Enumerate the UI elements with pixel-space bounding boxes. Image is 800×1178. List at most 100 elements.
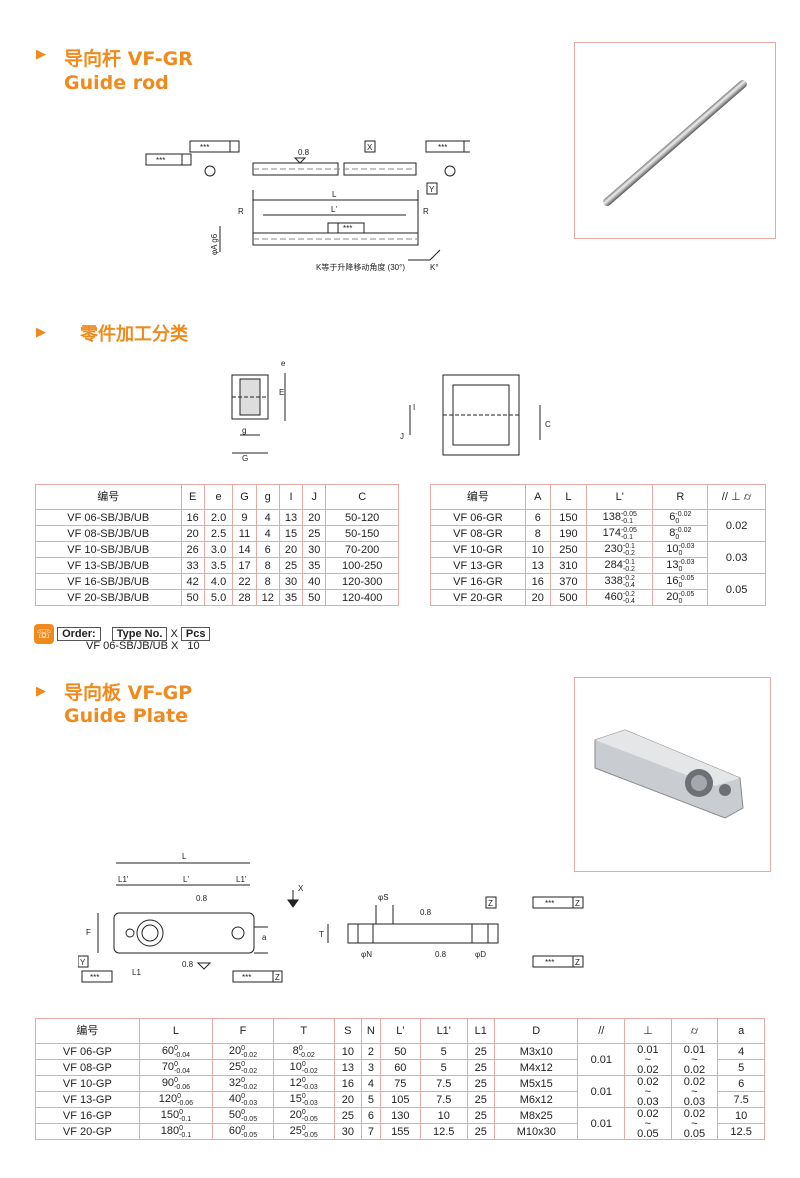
table-cell: 25 bbox=[466, 1123, 496, 1140]
table-header: C bbox=[325, 484, 399, 510]
lp-cell-lower: -0.4 bbox=[622, 581, 635, 589]
lp-cell: 460-0.2-0.4 bbox=[586, 589, 654, 606]
table-cell: 25 bbox=[278, 557, 304, 574]
f-cell-base: 20 bbox=[228, 1045, 242, 1058]
table-cell: VF 20-GP bbox=[35, 1123, 140, 1140]
table-cell: 14 bbox=[232, 541, 257, 558]
dim-j: J bbox=[400, 432, 404, 441]
table-header: // bbox=[577, 1018, 626, 1044]
k-note-label: K等于升降移动角度 (30°) bbox=[316, 262, 405, 272]
lp-cell: 230-0.1-0.2 bbox=[586, 541, 654, 558]
table-cell: VF 13-SB/JB/UB bbox=[35, 557, 182, 574]
guide-plate-photo bbox=[574, 677, 771, 872]
table-cell: 7.5 bbox=[419, 1075, 468, 1092]
dim-e-small: e bbox=[281, 359, 286, 368]
r-cell-upper: -0.03 bbox=[678, 542, 695, 550]
lp-cell-tol: -0.2-0.4 bbox=[623, 575, 635, 589]
t-cell-base: 12 bbox=[289, 1077, 302, 1090]
gp-dim-l: L bbox=[182, 852, 187, 861]
l-cell-upper: 0 bbox=[174, 1060, 178, 1068]
l-cell-upper: 0 bbox=[179, 1124, 183, 1132]
table-cell: 25 bbox=[466, 1091, 496, 1108]
l-cell-lower: -0.04 bbox=[174, 1067, 191, 1075]
t-cell-tol: 0-0.03 bbox=[302, 1077, 318, 1091]
cyl-cell: 0.01~0.02 bbox=[670, 1043, 719, 1076]
l-cell-base: 120 bbox=[158, 1093, 178, 1106]
lp-cell-upper: -0.2 bbox=[622, 574, 635, 582]
table-cell: VF 16-SB/JB/UB bbox=[35, 573, 182, 590]
gp-datum-x: X bbox=[298, 884, 304, 893]
f-cell-upper: 0 bbox=[241, 1124, 246, 1132]
table-cell: M10x30 bbox=[494, 1123, 579, 1140]
table-header: R bbox=[652, 484, 709, 510]
lp-cell-tol: -0.05-0.1 bbox=[621, 511, 637, 525]
section-title-en: Guide rod bbox=[64, 72, 169, 94]
r-cell-upper: -0.05 bbox=[678, 574, 695, 582]
table-header: g bbox=[255, 484, 280, 510]
gp-finish-1: 0.8 bbox=[196, 894, 208, 903]
table-header: // ⊥ ⌭ bbox=[707, 484, 766, 510]
table-cell: 4 bbox=[361, 1075, 381, 1092]
table-cell: 28 bbox=[232, 589, 257, 606]
l-cell-lower: -0.06 bbox=[174, 1083, 191, 1091]
gp-dim-phid: φD bbox=[475, 950, 486, 959]
lp-cell-tol: -0.1-0.2 bbox=[623, 543, 635, 557]
t-cell-lower: -0.05 bbox=[301, 1115, 318, 1123]
guide-plate-image bbox=[594, 729, 744, 819]
lp-cell-base: 230 bbox=[604, 543, 623, 556]
table-header: A bbox=[524, 484, 551, 510]
t-cell-base: 25 bbox=[289, 1125, 302, 1138]
t-cell-base: 20 bbox=[289, 1109, 302, 1122]
f-cell-base: 50 bbox=[228, 1109, 242, 1122]
f-cell-base: 40 bbox=[228, 1093, 242, 1106]
l-cell-tol: 0-0.1 bbox=[179, 1125, 191, 1139]
gp-datum-z-1: Z bbox=[275, 973, 280, 982]
table-cell: VF 06-GR bbox=[430, 509, 526, 526]
table-cell: 50-120 bbox=[325, 509, 399, 526]
t-cell-tol: 0-0.03 bbox=[302, 1093, 318, 1107]
table-cell: 5.0 bbox=[203, 589, 234, 606]
f-cell-tol: 0-0.02 bbox=[241, 1061, 257, 1075]
dim-g-small: g bbox=[242, 426, 246, 435]
table-cell: 30 bbox=[278, 573, 304, 590]
order-label: Order: bbox=[57, 626, 101, 641]
dim-g-large: G bbox=[242, 454, 248, 463]
table-cell: VF 10-GP bbox=[35, 1075, 140, 1092]
lp-cell: 138-0.05-0.1 bbox=[586, 509, 654, 526]
dim-lp-label: L' bbox=[331, 205, 337, 214]
section-title-cn: 导向杆 VF-GR bbox=[64, 48, 193, 70]
perp-tilde: ~ bbox=[644, 1117, 652, 1130]
table-cell: 25 bbox=[466, 1107, 496, 1124]
gp-dim-t: T bbox=[319, 930, 324, 939]
table-cell: 26 bbox=[180, 541, 205, 558]
table-cell: 16 bbox=[524, 573, 551, 590]
r-cell-upper: -0.03 bbox=[678, 558, 695, 566]
phone-icon: ☏ bbox=[34, 624, 54, 644]
table-cell: 120-300 bbox=[325, 573, 399, 590]
gp-stars-2: *** bbox=[242, 973, 251, 982]
table-cell: 40 bbox=[302, 573, 327, 590]
table-cell: M3x10 bbox=[494, 1043, 579, 1060]
table-header: 编号 bbox=[35, 1018, 140, 1044]
lp-cell-lower: -0.2 bbox=[622, 565, 635, 573]
gp-stars-1: *** bbox=[90, 973, 99, 982]
table-header: I bbox=[278, 484, 304, 510]
f-cell-lower: -0.05 bbox=[241, 1115, 258, 1123]
guide-plate-drawing: L L1' L' L1' 0.8 X F a Y L1 0.8 *** *** … bbox=[78, 852, 584, 983]
order-example-code: VF 06-SB/JB/UB bbox=[86, 640, 168, 652]
f-cell-tol: 0-0.02 bbox=[241, 1045, 257, 1059]
table-cell: 310 bbox=[549, 557, 588, 574]
table-cell: 7.5 bbox=[419, 1091, 468, 1108]
r-cell-lower: 0 bbox=[678, 597, 683, 605]
table-cell: VF 16-GP bbox=[35, 1107, 140, 1124]
